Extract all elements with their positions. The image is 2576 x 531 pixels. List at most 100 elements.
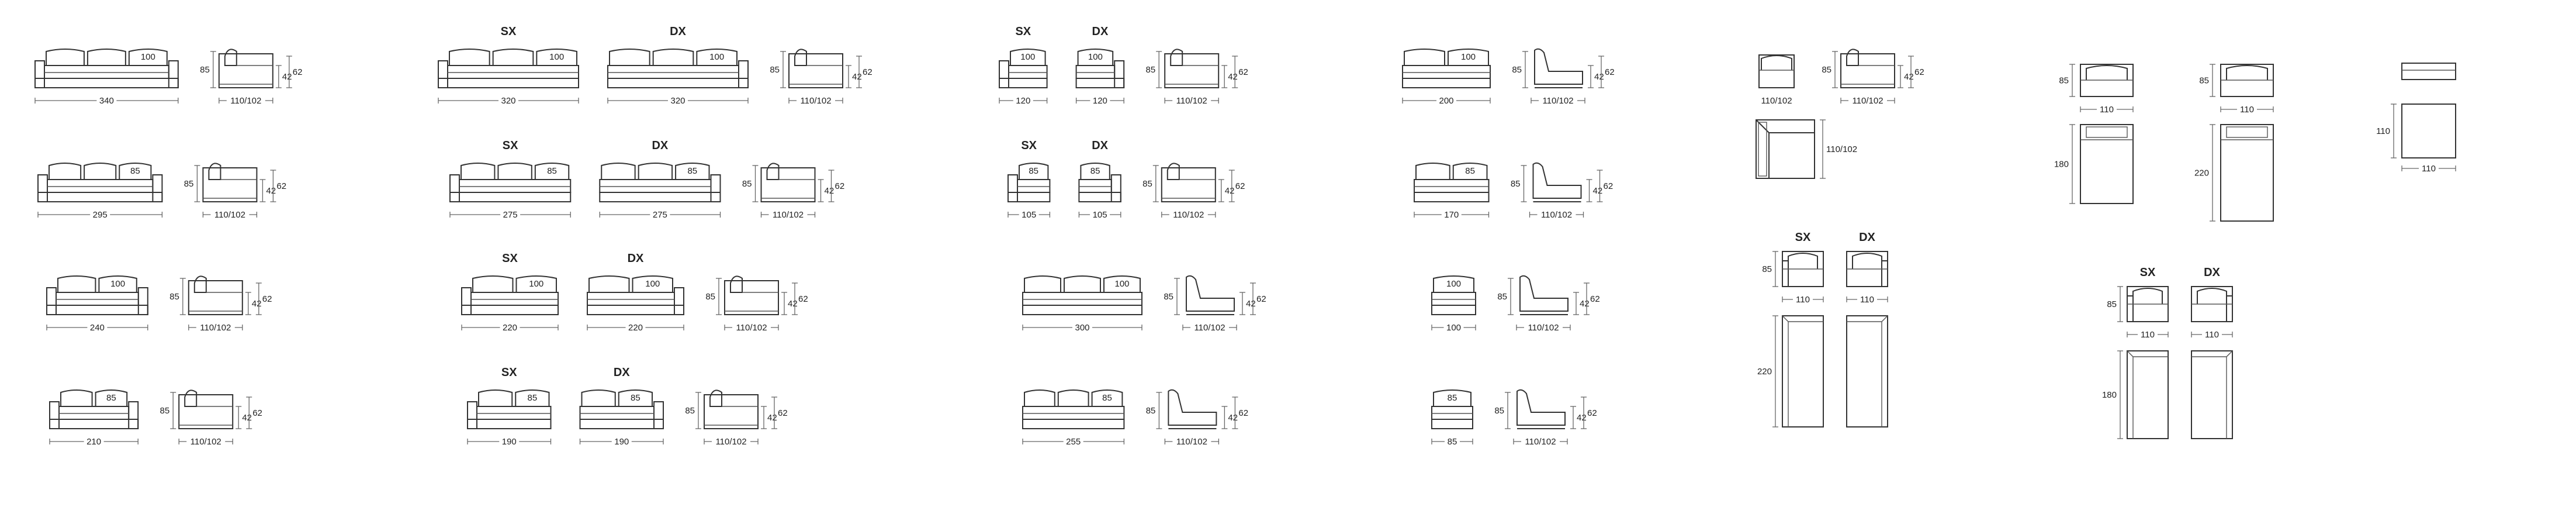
height-value: 62: [1256, 294, 1266, 304]
width-value: 110/102: [773, 210, 804, 220]
seat-cushion: [1402, 65, 1491, 79]
height-dimension: 62: [792, 282, 808, 315]
height-value: 220: [1757, 367, 1772, 377]
width-dimension: 110/102: [760, 209, 816, 220]
back-cushion: [60, 389, 93, 406]
label-backdrop: [1445, 436, 1460, 447]
label-backdrop: [1090, 95, 1110, 106]
back-cushion: [618, 389, 653, 406]
width-value: 110/102: [1525, 437, 1556, 447]
back-cushion: [652, 49, 694, 65]
seat-cushion: [47, 179, 154, 193]
height-dimension: 62: [1228, 170, 1245, 202]
back-cushion-profile: [709, 389, 722, 407]
corner-front: [1758, 54, 1795, 88]
back-cushion: [1019, 163, 1049, 180]
height-dimension: 85: [685, 392, 701, 429]
height-dimension: 62: [1598, 56, 1615, 88]
label-backdrop: [90, 209, 110, 220]
height-dimension: 85: [1146, 392, 1162, 429]
label-backdrop: [84, 436, 104, 447]
sofa-base: [1402, 78, 1491, 88]
seat-cushion: [1078, 179, 1112, 193]
plan-seat: [1847, 315, 1888, 427]
height-dimension: 85: [1497, 278, 1514, 315]
armless-profile: [1519, 275, 1569, 312]
daybed-cushion: [2086, 65, 2128, 80]
sofa-base: [467, 419, 552, 429]
width-value: 105: [1022, 210, 1036, 220]
height-dimension: 62: [771, 396, 788, 429]
width-dimension: 320: [438, 95, 579, 106]
width-value: 320: [501, 96, 515, 106]
label-backdrop: [625, 322, 646, 333]
height-dimension: 62: [270, 170, 286, 202]
cushion-width: 100: [1461, 52, 1476, 62]
height-value: 85: [1146, 406, 1156, 416]
armrest: [1782, 260, 1789, 287]
width-dimension: 105: [1078, 209, 1121, 220]
height-value: 62: [835, 181, 845, 191]
width-value: 110/102: [736, 323, 767, 333]
cushion-width: 85: [130, 166, 140, 176]
cushion-width: 100: [141, 52, 155, 62]
label-backdrop: [732, 322, 771, 333]
width-value: 110/102: [214, 210, 245, 220]
width-dimension: 110/102: [219, 95, 273, 106]
label-backdrop: [1537, 209, 1576, 220]
height-dimension: 62: [286, 56, 302, 88]
chaise-cushion: [1788, 253, 1818, 269]
cushion-width: 100: [1020, 52, 1035, 62]
height-value: 42: [1594, 72, 1604, 82]
width-value: 85: [1448, 437, 1457, 447]
pouf-plan: [2401, 104, 2456, 158]
back-cushion: [515, 389, 550, 406]
sofa-base: [579, 419, 664, 429]
armless-profile: [1532, 162, 1582, 199]
chaise-plan: [1846, 315, 1888, 427]
back-cushion: [98, 275, 137, 292]
seat-cushion: [58, 406, 130, 420]
width-dimension: 190: [579, 436, 664, 447]
version-label: DX: [1092, 25, 1109, 38]
version-label: DX: [652, 139, 668, 152]
sofa-base: [49, 419, 139, 429]
version-label: DX: [628, 252, 644, 265]
right-armrest: [152, 174, 163, 202]
width-dimension: 275: [599, 209, 721, 220]
side-body: [178, 394, 234, 429]
height-value: 62: [1238, 408, 1248, 418]
width-dimension: 220: [587, 322, 684, 333]
width-dimension: 105: [1007, 209, 1051, 220]
cushion-width: 100: [529, 279, 543, 289]
height-value: 85: [1164, 292, 1173, 302]
height-dimension: 85: [705, 278, 722, 315]
width-value: 220: [503, 323, 517, 333]
label-backdrop: [96, 95, 117, 106]
sofa-front-view: 100 200: [1402, 49, 1491, 106]
height-value: 85: [742, 179, 752, 189]
width-value: 100: [1446, 323, 1461, 333]
width-dimension: 200: [1402, 95, 1491, 106]
height-value: 180: [2102, 390, 2117, 400]
back-cushion: [1433, 389, 1471, 406]
corner-cushion: [1761, 55, 1792, 70]
right-armrest: [1114, 60, 1125, 88]
chaise-plan: [1782, 315, 1824, 427]
label-backdrop: [210, 209, 250, 220]
width-value: 110: [2141, 330, 2155, 340]
label-backdrop: [1063, 436, 1083, 447]
label-backdrop: [87, 322, 108, 333]
back-cushion: [632, 275, 673, 292]
sofa-base: [607, 78, 749, 88]
label-backdrop: [499, 436, 520, 447]
height-dimension: 85: [2059, 64, 2075, 97]
back-cushion: [1024, 389, 1055, 406]
